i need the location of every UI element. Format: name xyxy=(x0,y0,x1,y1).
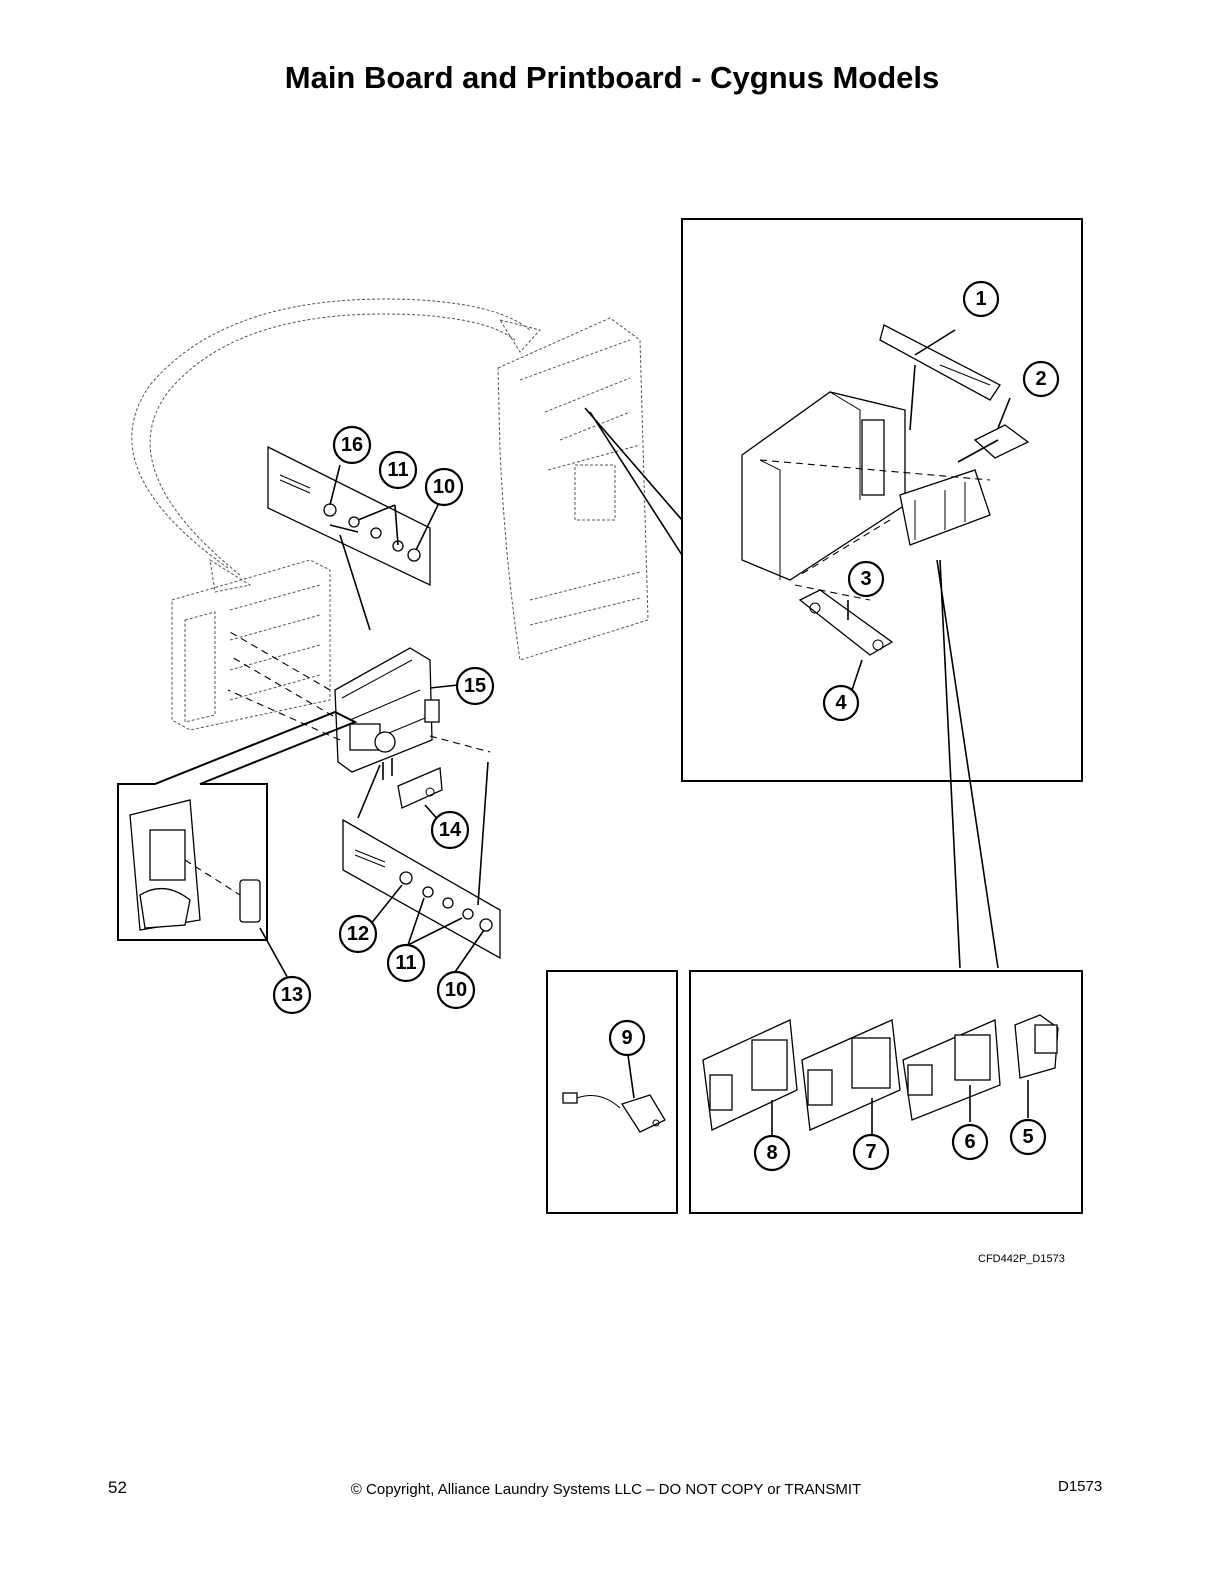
callout-label: 9 xyxy=(621,1027,632,1049)
page-title: Main Board and Printboard - Cygnus Model… xyxy=(284,60,940,95)
callout-label: 11 xyxy=(387,459,408,481)
callout-label: 5 xyxy=(1022,1126,1033,1148)
callout-label: 7 xyxy=(865,1141,876,1163)
main-board xyxy=(227,631,491,773)
callout-label: 8 xyxy=(766,1142,777,1164)
callout-2: 2 xyxy=(1022,360,1060,398)
callout-label: 4 xyxy=(835,692,847,714)
callout-label: 10 xyxy=(445,979,467,1001)
callout-10-bottom: 10 xyxy=(436,970,476,1010)
callout-label: 14 xyxy=(439,819,462,841)
fuse-detail xyxy=(117,710,358,983)
callout-7: 7 xyxy=(852,1133,890,1171)
callout-4: 4 xyxy=(822,684,860,722)
figure-reference: CFD442P_D1573 xyxy=(978,1253,1065,1265)
callout-label: 10 xyxy=(433,476,455,498)
detail-panel-sensor xyxy=(546,970,678,1214)
ghost-cabinet xyxy=(131,298,649,731)
callout-15: 15 xyxy=(455,666,495,706)
callout-label: 1 xyxy=(975,288,986,310)
callout-label: 2 xyxy=(1035,368,1046,390)
callout-10-top: 10 xyxy=(424,467,464,507)
callout-label: 16 xyxy=(341,434,363,456)
callout-11-bottom: 11 xyxy=(386,943,426,983)
page-number: 52 xyxy=(108,1478,127,1497)
callout-11-top: 11 xyxy=(378,450,418,490)
callout-16: 16 xyxy=(332,425,372,465)
printboard xyxy=(382,758,443,809)
callout-5: 5 xyxy=(1009,1118,1047,1156)
fastener-detail-top xyxy=(267,445,431,631)
callout-label: 13 xyxy=(281,984,303,1006)
detail-panel-main xyxy=(584,218,1083,969)
callout-1: 1 xyxy=(962,280,1000,318)
copyright-notice: © Copyright, Alliance Laundry Systems LL… xyxy=(350,1481,862,1498)
callout-13: 13 xyxy=(272,975,312,1015)
document-id: D1573 xyxy=(1058,1478,1103,1495)
callout-label: 11 xyxy=(395,952,416,974)
callout-label: 3 xyxy=(860,568,871,590)
leader-lines xyxy=(329,464,485,973)
callout-label: 15 xyxy=(464,675,486,697)
callout-12: 12 xyxy=(338,914,378,954)
detail-panel-relay-boards xyxy=(689,970,1083,1214)
callout-14: 14 xyxy=(430,810,470,850)
callout-label: 12 xyxy=(347,923,369,945)
callout-6: 6 xyxy=(951,1123,989,1161)
callout-8: 8 xyxy=(753,1134,791,1172)
callout-9: 9 xyxy=(608,1019,646,1057)
callout-3: 3 xyxy=(847,560,885,598)
fastener-detail-bottom xyxy=(342,761,501,960)
callout-label: 6 xyxy=(964,1131,975,1153)
